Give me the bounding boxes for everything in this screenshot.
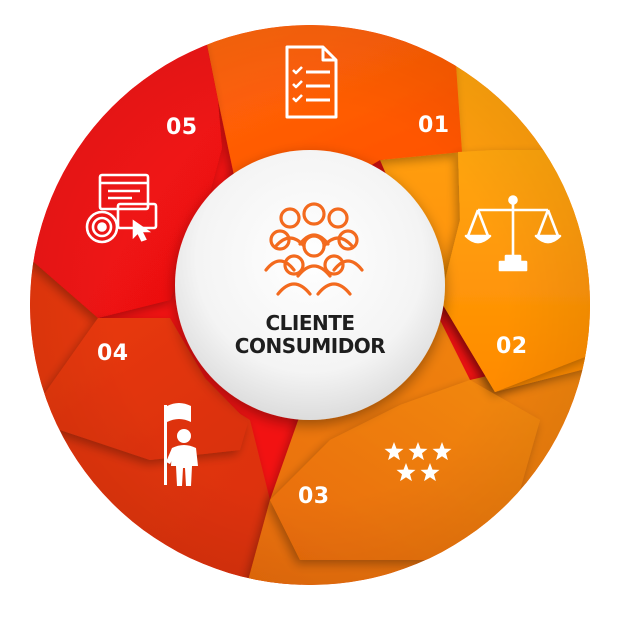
person-flag-icon bbox=[164, 403, 198, 486]
segment-01-number: 01 bbox=[418, 113, 450, 138]
star-icon bbox=[420, 463, 440, 482]
star-icon bbox=[384, 442, 404, 461]
star-icon bbox=[396, 463, 416, 482]
center-label-line1: CLIENTE bbox=[265, 311, 355, 335]
center-circle bbox=[175, 150, 445, 420]
people-group-icon bbox=[264, 202, 364, 296]
star-icon bbox=[432, 442, 452, 461]
center-label: CLIENTE CONSUMIDOR bbox=[190, 312, 430, 358]
center-label-line2: CONSUMIDOR bbox=[234, 334, 386, 358]
segment-03-number: 03 bbox=[298, 484, 330, 509]
segment-05-number: 05 bbox=[166, 115, 198, 140]
segment-04-number: 04 bbox=[97, 341, 129, 366]
target-web-marketing-icon bbox=[85, 173, 158, 244]
checklist-document-icon bbox=[285, 45, 338, 119]
five-stars-icon bbox=[384, 442, 452, 482]
segment-02-number: 02 bbox=[496, 334, 528, 359]
star-icon bbox=[408, 442, 428, 461]
balance-scale-icon bbox=[464, 195, 562, 272]
